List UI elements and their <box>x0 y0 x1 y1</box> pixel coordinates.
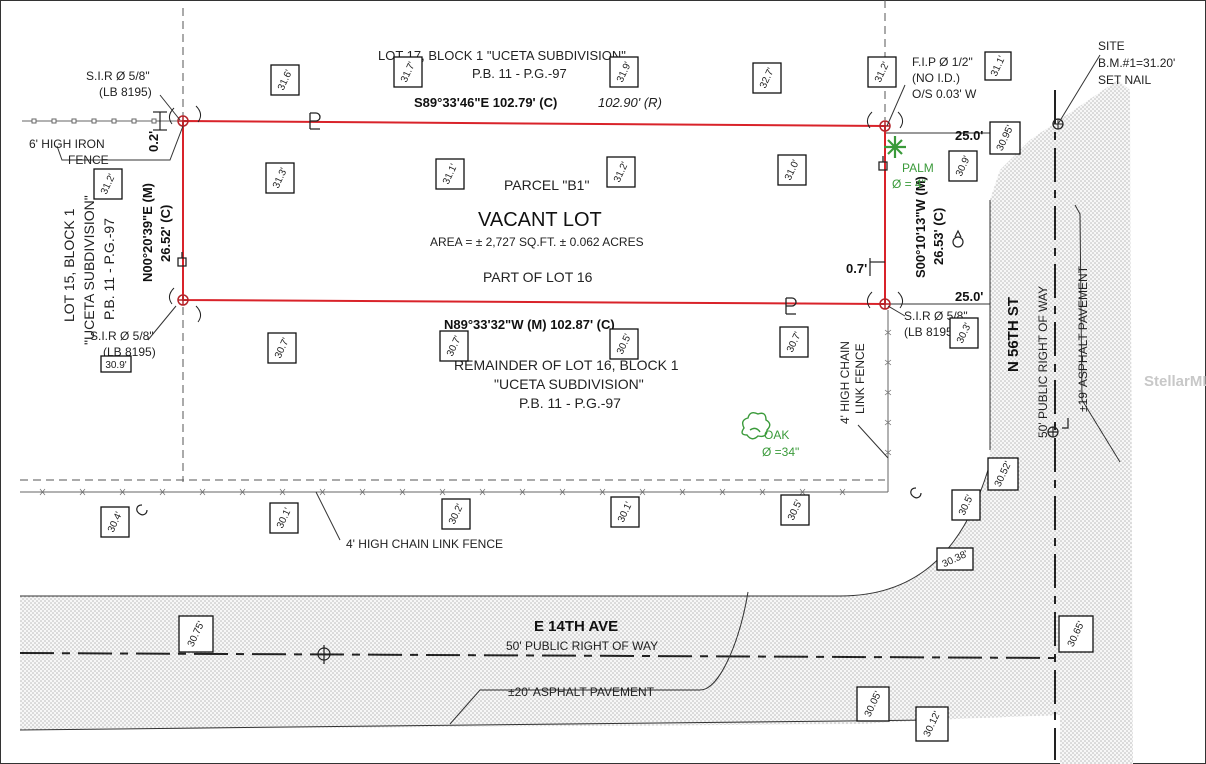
corner-arc-arrows <box>168 105 904 323</box>
elevation-spot: 30.2' <box>441 498 471 530</box>
area-label: AREA = ± 2,727 SQ.FT. ± 0.062 ACRES <box>430 235 644 249</box>
n56-street-name: N 56TH ST <box>1005 297 1022 372</box>
remainder-line3: P.B. 11 - P.G.-97 <box>519 395 621 411</box>
iron-fence-line2: FENCE <box>68 153 109 167</box>
elevation-spot: 30.5' <box>780 494 810 526</box>
oak-diameter: Ø =34" <box>762 445 799 459</box>
lot17-plat: P.B. 11 - P.G.-97 <box>472 66 567 81</box>
elevation-spot: 31.3' <box>265 162 295 194</box>
east-distance: 26.53' (C) <box>931 208 946 265</box>
e14-street-name: E 14TH AVE <box>534 618 618 635</box>
elevation-spot: 30.1' <box>610 496 640 528</box>
elevation-spot: 30.7' <box>439 330 469 362</box>
elevation-spot: 30.38' <box>936 547 974 571</box>
lot15-line1: LOT 15, BLOCK 1 <box>61 208 77 322</box>
site-bm-line2: B.M.#1=31.20' <box>1098 56 1175 70</box>
iron-fence-line1: 6' HIGH IRON <box>29 137 105 151</box>
elevation-value: 30.9' <box>105 360 126 371</box>
n56-pavement-label: ±19' ASPHALT PAVEMENT <box>1076 265 1090 412</box>
centerline-symbols <box>317 645 331 664</box>
chain-fence-east-line1: 4' HIGH CHAIN <box>838 341 852 424</box>
elevation-spot: 30.3' <box>949 317 979 349</box>
elevation-spot: 30.75' <box>178 615 214 653</box>
e14-pavement-area <box>20 450 1060 730</box>
fip-line1: F.I.P Ø 1/2" <box>912 55 973 69</box>
elevation-spot: 30.7' <box>267 332 297 364</box>
iron-fence-posts <box>31 118 157 124</box>
palm-label: PALM <box>902 161 934 175</box>
elevation-spot: 31.1' <box>984 51 1012 81</box>
elevation-spot: 31.9' <box>609 56 639 88</box>
lot17-label: LOT 17, BLOCK 1 "UCETA SUBDIVISION" <box>378 48 626 63</box>
utility-symbols <box>136 229 1069 516</box>
elevation-spots: 31.6' 31.7' 31.9' 32.7' 31.2' 31.1' 31.3… <box>93 51 1094 742</box>
setback-north: 25.0' <box>955 128 983 143</box>
lot15-line3: P.B. 11 - P.G.-97 <box>101 218 117 320</box>
palm-tree-icon <box>884 136 906 158</box>
elevation-spot: 30.9' <box>100 355 132 373</box>
palm-diameter: Ø = 4" <box>892 177 926 191</box>
south-bearing: N89°33'32"W (M) 102.87' (C) <box>444 317 615 332</box>
vacant-lot-title: VACANT LOT <box>478 209 602 231</box>
part-of-lot: PART OF LOT 16 <box>483 269 593 285</box>
setback-south: 25.0' <box>955 289 983 304</box>
elevation-spot: 30.95' <box>989 121 1021 155</box>
elevation-spot: 31.2' <box>867 56 897 88</box>
sir-se-line2: (LB 8195) <box>904 325 957 339</box>
oak-tree-icon <box>741 411 771 440</box>
remainder-line2: "UCETA SUBDIVISION" <box>494 376 644 392</box>
east-bearing: S00°10'13"W (M) <box>913 176 928 278</box>
n56-pavement-area <box>990 80 1133 764</box>
west-distance: 26.52' (C) <box>158 205 173 262</box>
site-bm-line1: SITE <box>1098 39 1125 53</box>
e14-south-edge <box>19 719 931 731</box>
chain-fence-south: 4' HIGH CHAIN LINK FENCE <box>346 537 503 551</box>
elevation-spot: 31.0' <box>777 154 807 186</box>
elevation-spot: 31.2' <box>606 156 636 188</box>
watermark-logo: StellarMLS <box>1144 373 1206 390</box>
e14-north-edge <box>20 469 989 597</box>
e14-pavement-label: ±20' ASPHALT PAVEMENT <box>508 685 655 699</box>
elevation-spot: 31.7' <box>393 56 423 88</box>
elevation-spot: 30.7' <box>779 326 809 358</box>
remainder-line1: REMAINDER OF LOT 16, BLOCK 1 <box>454 357 679 373</box>
dimension-ticks <box>153 111 885 276</box>
lot15-line2: "UCETA SUBDIVISION" <box>81 195 97 345</box>
site-bm-line3: SET NAIL <box>1098 73 1151 87</box>
sir-nw-line2: (LB 8195) <box>99 85 152 99</box>
elevation-spot: 32.7' <box>752 62 782 94</box>
fip-line2: (NO I.D.) <box>912 71 960 85</box>
elevation-spot: 30.65' <box>1058 615 1094 653</box>
power-pole-symbols <box>177 112 888 315</box>
west-bearing: N00°20'39"E (M) <box>140 183 155 282</box>
offset-se: 0.7' <box>846 261 867 276</box>
chain-fence-marks <box>39 329 892 496</box>
leader-lines <box>56 54 1121 725</box>
elevation-spot: 31.6' <box>270 64 300 96</box>
elevation-spot: 30.52' <box>987 457 1019 491</box>
north-bearing-record: 102.90' (R) <box>598 95 662 110</box>
elevation-spot: 30.5' <box>609 328 639 360</box>
elevation-spot: 30.4' <box>100 506 130 538</box>
elevation-spot: 30.1' <box>269 502 299 534</box>
elevation-spot: 30.12' <box>915 706 949 742</box>
sir-sw-line1: S.I.R Ø 5/8" <box>90 329 154 343</box>
north-bearing-calc: S89°33'46"E 102.79' (C) <box>414 95 557 110</box>
parcel-name: PARCEL "B1" <box>504 177 589 193</box>
label-group: LOT 17, BLOCK 1 "UCETA SUBDIVISION" P.B.… <box>29 39 1206 699</box>
elevation-spot: 30.05' <box>856 686 890 722</box>
elevation-spot: 30.9' <box>948 150 978 182</box>
elevation-spot: 31.2' <box>93 168 123 200</box>
sir-nw-line1: S.I.R Ø 5/8" <box>86 69 150 83</box>
e14-row: 50' PUBLIC RIGHT OF WAY <box>506 639 658 653</box>
fip-line3: O/S 0.03' W <box>912 87 977 101</box>
oak-label: OAK <box>764 428 789 442</box>
chain-fence-east-line2: LINK FENCE <box>853 343 867 414</box>
corner-monuments <box>177 115 891 310</box>
offset-nw: 0.2' <box>146 131 161 152</box>
elevation-spot: 30.5' <box>951 489 981 521</box>
n56-row: 50' PUBLIC RIGHT OF WAY <box>1036 286 1050 438</box>
elevation-spot: 31.1' <box>435 158 465 190</box>
